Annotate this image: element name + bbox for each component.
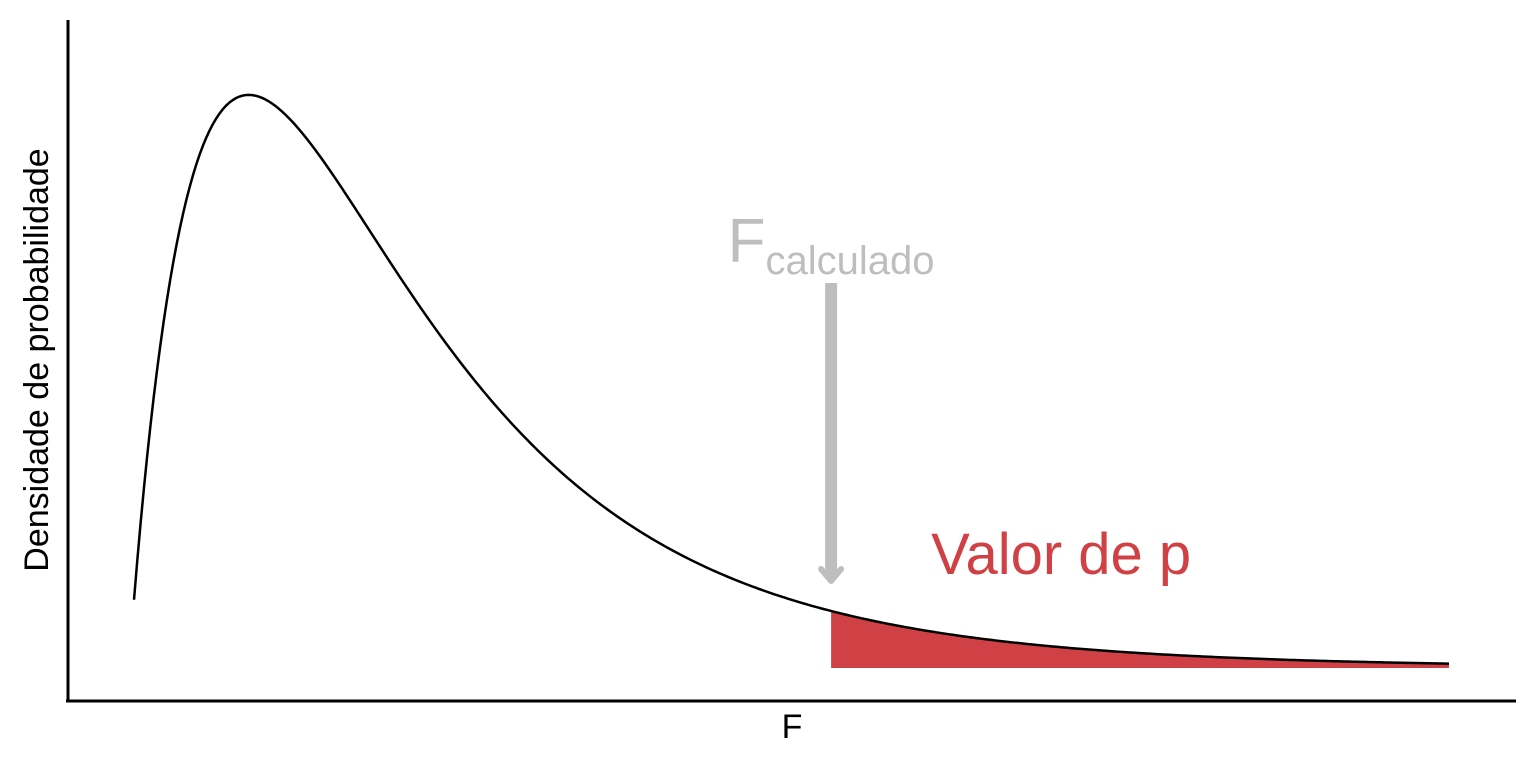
y-axis-title: Densidade de probabilidade [18,148,56,571]
f-calculated-arrow-head [818,565,845,584]
x-axis-title: F [782,708,803,746]
p-value-label: Valor de p [931,522,1191,587]
density-curve [132,93,1450,665]
f-calculated-label: Fcalculado [728,207,935,283]
f-calculated-label-sub: calculado [766,239,935,283]
f-calculated-label-main: F [728,207,766,276]
p-value-area [831,611,1449,668]
